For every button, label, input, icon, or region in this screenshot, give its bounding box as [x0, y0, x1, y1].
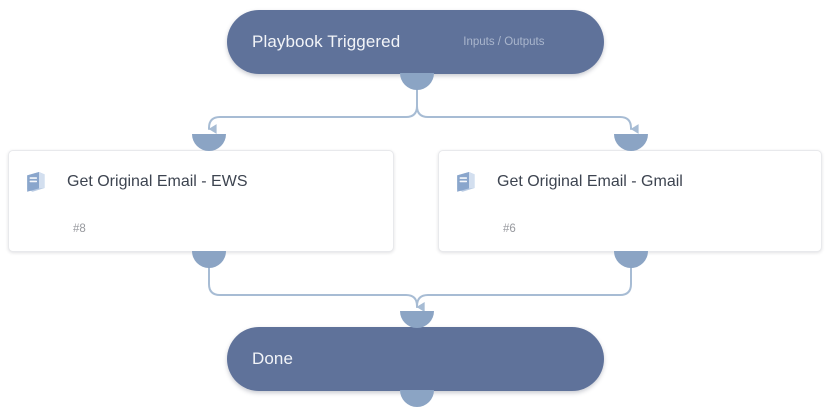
ews-output-port[interactable]	[192, 251, 226, 268]
node-done-title: Done	[252, 349, 294, 368]
node-get-original-email-ews[interactable]: Get Original Email - EWS #8	[8, 150, 394, 252]
node-playbook-triggered-title: Playbook Triggered	[252, 32, 401, 51]
done-output-port[interactable]	[400, 390, 434, 407]
node-get-original-email-gmail[interactable]: Get Original Email - Gmail #6	[438, 150, 822, 252]
node-ews-title: Get Original Email - EWS	[67, 173, 248, 190]
edge-ews-to-done	[208, 267, 425, 312]
edge-gmail-to-done	[416, 267, 632, 312]
node-ews-header: Get Original Email - EWS	[9, 167, 247, 197]
trigger-output-port[interactable]	[400, 73, 434, 90]
edge-trigger-to-gmail	[416, 89, 639, 134]
edge-trigger-to-ews	[208, 89, 418, 134]
gmail-output-port[interactable]	[614, 251, 648, 268]
ews-input-port[interactable]	[192, 134, 226, 151]
node-playbook-triggered-inputs-outputs-link[interactable]: Inputs / Outputs	[463, 36, 545, 48]
node-ews-id-label: #8	[73, 223, 86, 235]
node-gmail-id-label: #6	[503, 223, 516, 235]
node-gmail-title: Get Original Email - Gmail	[497, 173, 683, 190]
book-icon	[27, 172, 45, 192]
gmail-input-port[interactable]	[614, 134, 648, 151]
node-gmail-header: Get Original Email - Gmail	[439, 167, 683, 197]
done-input-port[interactable]	[400, 311, 434, 328]
book-icon	[457, 172, 475, 192]
node-done[interactable]: Done	[227, 327, 604, 391]
node-playbook-triggered[interactable]: Playbook Triggered Inputs / Outputs	[227, 10, 604, 74]
